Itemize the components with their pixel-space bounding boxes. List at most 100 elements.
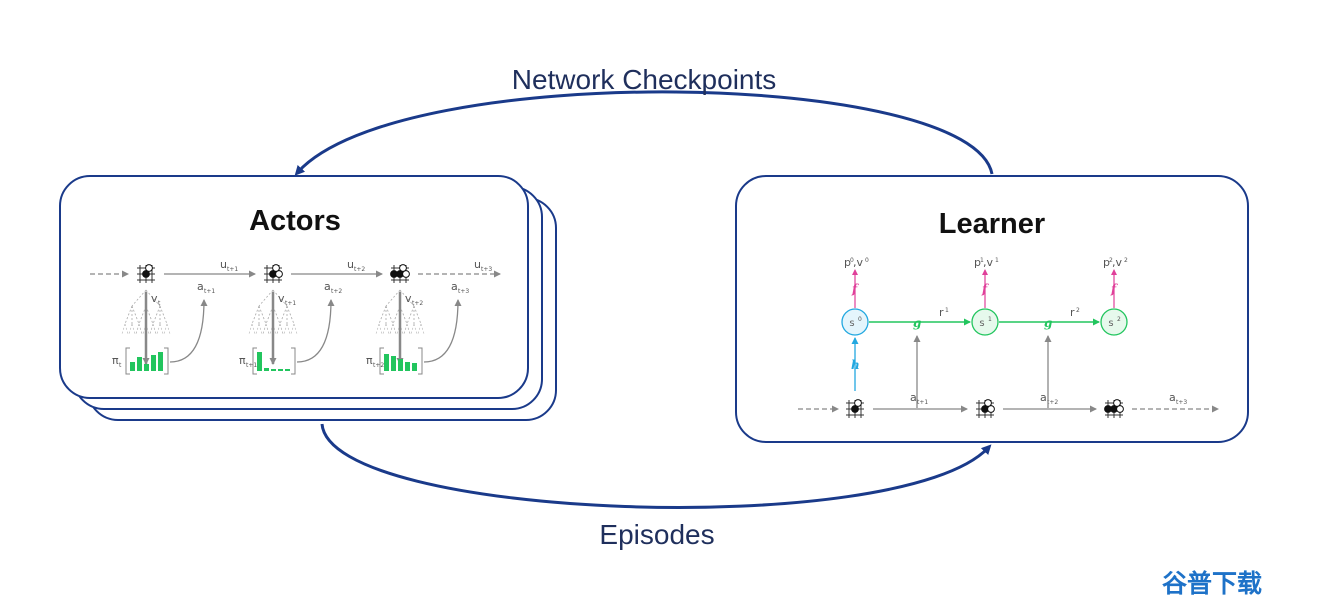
actor-action-label: a	[197, 280, 204, 293]
tree-edge	[152, 323, 157, 335]
actor-action-label: a	[324, 280, 331, 293]
policy-bar	[271, 369, 276, 371]
tree-edge	[258, 305, 267, 325]
tree-edge	[145, 305, 154, 325]
prediction-p-sup: 0	[850, 257, 854, 264]
hidden-state-sup: 2	[1117, 316, 1121, 323]
actor-reward-sub: t+2	[354, 266, 365, 273]
policy-bar	[285, 369, 290, 371]
policy-bracket-right	[418, 347, 423, 375]
tree-edge	[156, 323, 161, 335]
tree-edge	[145, 289, 161, 307]
tree-edge	[131, 305, 140, 325]
tree-edge	[413, 305, 422, 325]
hidden-state-label: s	[849, 318, 854, 329]
episodes-arrow	[320, 423, 992, 509]
policy-bracket-left	[379, 347, 384, 375]
tree-edge	[124, 305, 133, 325]
fn-f-label: f	[1110, 282, 1118, 296]
tree-edge	[258, 289, 274, 307]
tree-edge	[399, 289, 415, 307]
actor-reward-sub: t+1	[227, 266, 238, 273]
learner-board-3	[1104, 399, 1124, 418]
actor-reward-sub: t+3	[481, 266, 492, 273]
actor-action-label: a	[451, 280, 458, 293]
actor-value-label: v	[278, 292, 285, 305]
reward-label: r	[939, 306, 944, 319]
learner-panel-frame	[735, 175, 1249, 443]
actor-action-arrow	[423, 299, 462, 363]
policy-bar	[405, 362, 410, 371]
tree-edge	[152, 305, 161, 325]
actors-title: Actors	[249, 205, 341, 237]
actor-reward-label: u	[347, 258, 354, 271]
learner-board-2	[976, 399, 995, 418]
actor-value-sub: t+1	[285, 300, 296, 307]
learner-action-label: a	[1040, 391, 1047, 404]
tree-edge	[410, 323, 415, 335]
episodes-label: Episodes	[599, 519, 714, 550]
tree-edge	[290, 323, 295, 335]
tree-edge	[251, 323, 256, 335]
watermark-logo: 谷普下载	[1162, 569, 1262, 598]
actor-policy-label: π	[239, 354, 246, 367]
hidden-state-label: s	[979, 318, 984, 329]
policy-bar	[137, 357, 142, 371]
tree-edge	[135, 323, 140, 335]
tree-edge	[258, 323, 263, 335]
tree-edge	[159, 305, 168, 325]
policy-bar	[144, 364, 149, 371]
learner-action-sub: t+1	[917, 399, 928, 406]
learner-board-1	[846, 399, 864, 418]
actor-value-label: v	[151, 292, 158, 305]
actor-board-1	[137, 264, 155, 283]
tree-edge	[389, 323, 394, 335]
policy-bar	[391, 356, 396, 371]
tree-edge	[378, 323, 383, 335]
actor-policy-label: π	[366, 354, 373, 367]
tree-edge	[293, 323, 298, 335]
policy-bar	[151, 355, 156, 371]
actor-policy-label: π	[112, 354, 119, 367]
tree-edge	[392, 323, 397, 335]
policy-bracket-right	[291, 347, 296, 375]
policy-bar	[158, 352, 163, 371]
tree-edge	[166, 323, 171, 335]
prediction-p: p	[1103, 256, 1110, 269]
tree-edge	[262, 323, 267, 335]
policy-bar	[398, 359, 403, 371]
tree-edge	[406, 305, 415, 325]
tree-edge	[255, 323, 260, 335]
hidden-state-sup: 1	[988, 316, 992, 323]
hidden-state-label: s	[1108, 318, 1113, 329]
actor-action-arrow	[296, 299, 335, 363]
white-stone	[984, 399, 992, 407]
actor-policy-sub: t	[119, 362, 122, 369]
actor-search-tree-2	[248, 289, 298, 365]
prediction-v: ,v	[983, 256, 993, 269]
tree-edge	[403, 323, 408, 335]
black-stone	[851, 405, 859, 413]
tree-edge	[385, 305, 394, 325]
reward-label: r	[1070, 306, 1075, 319]
policy-bar	[264, 368, 269, 371]
prediction-p: p	[974, 256, 981, 269]
tree-edge	[276, 323, 281, 335]
white-stone	[272, 264, 280, 272]
reward-sup: 1	[945, 307, 949, 314]
hidden-state-0	[841, 308, 869, 336]
tree-edge	[159, 323, 164, 335]
fn-f-label: f	[981, 282, 989, 296]
white-stone	[399, 264, 407, 272]
prediction-v-sup: 0	[865, 257, 869, 264]
fn-g-label: g	[1044, 316, 1052, 330]
tree-edge	[272, 289, 288, 307]
learner-action-sub: t+2	[1047, 399, 1058, 406]
policy-bracket-left	[252, 347, 257, 375]
actor-value-label: v	[405, 292, 412, 305]
actor-action-arrow	[169, 299, 208, 363]
